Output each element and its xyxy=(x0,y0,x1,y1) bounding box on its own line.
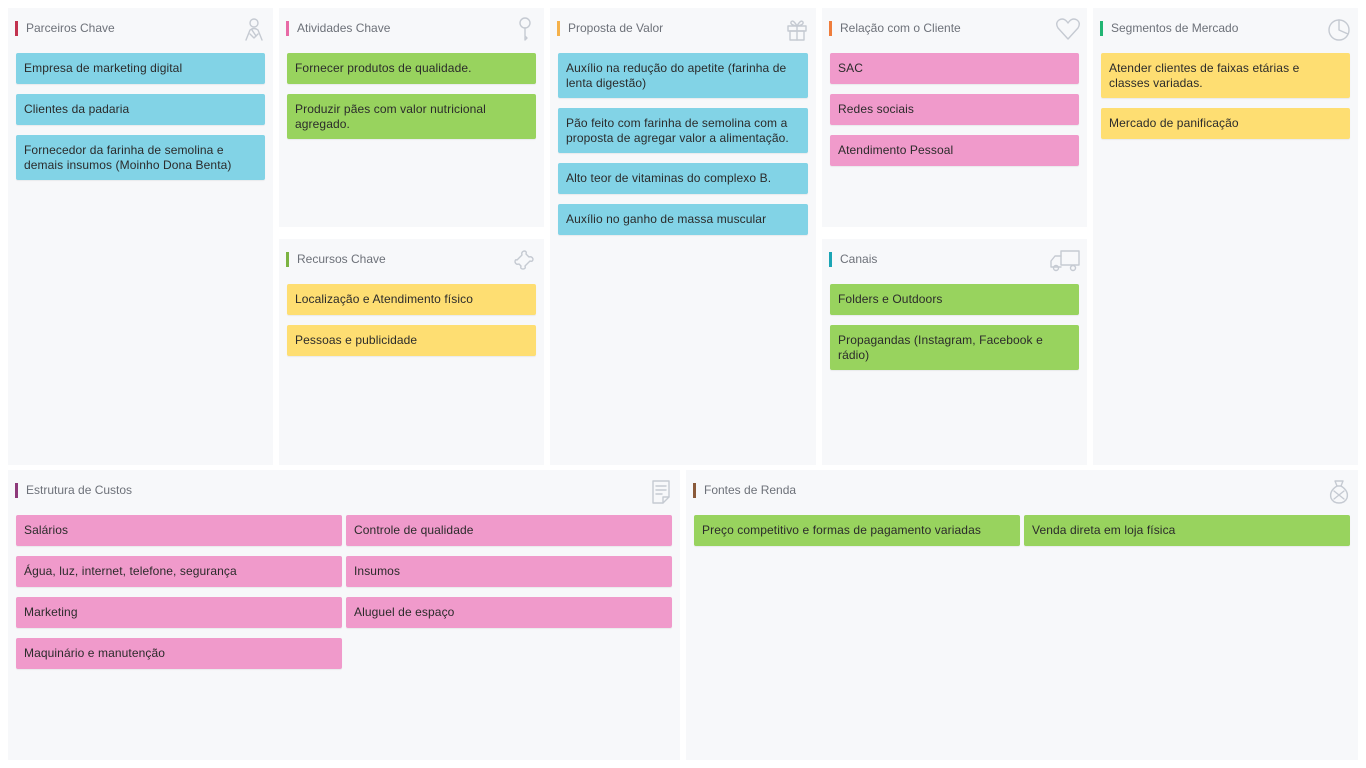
sticky-note-card[interactable]: Alto teor de vitaminas do complexo B. xyxy=(558,163,808,194)
card-list: Auxílio na redução do apetite (farinha d… xyxy=(558,53,808,235)
panel-atividades-chave: Atividades Chave Fornecer produtos de qu… xyxy=(279,8,544,227)
panel-title: Canais xyxy=(829,252,877,267)
panel-title: Atividades Chave xyxy=(286,21,390,36)
sticky-note-card[interactable]: Propagandas (Instagram, Facebook e rádio… xyxy=(830,325,1079,370)
truck-icon xyxy=(1049,247,1081,273)
sticky-note-card[interactable]: Localização e Atendimento físico xyxy=(287,284,536,315)
pie-chart-icon xyxy=(1326,16,1352,42)
sticky-note-card[interactable]: Fornecedor da farinha de semolina e dema… xyxy=(16,135,265,180)
card-list: Fornecer produtos de qualidade. Produzir … xyxy=(287,53,536,139)
panel-title: Estrutura de Custos xyxy=(15,483,132,498)
sticky-note-card[interactable]: Marketing xyxy=(16,597,342,628)
sticky-note-card[interactable]: Água, luz, internet, telefone, segurança xyxy=(16,556,342,587)
sticky-note-card[interactable]: SAC xyxy=(830,53,1079,84)
panel-title: Proposta de Valor xyxy=(557,21,663,36)
sticky-note-card[interactable]: Salários xyxy=(16,515,342,546)
sticky-note-card[interactable]: Mercado de panificação xyxy=(1101,108,1350,139)
sticky-note-card[interactable]: Atendimento Pessoal xyxy=(830,135,1079,166)
panel-title: Segmentos de Mercado xyxy=(1100,21,1238,36)
document-icon xyxy=(648,478,674,504)
sticky-note-card[interactable]: Insumos xyxy=(346,556,672,587)
card-list: Atender clientes de faixas etárias e cla… xyxy=(1101,53,1350,139)
sticky-note-card[interactable]: Controle de qualidade xyxy=(346,515,672,546)
sticky-note-card[interactable]: Preço competitivo e formas de pagamento … xyxy=(694,515,1020,546)
panel-recursos-chave: Recursos Chave Localização e Atendimento… xyxy=(279,239,544,465)
panel-title: Relação com o Cliente xyxy=(829,21,961,36)
sticky-note-card[interactable]: Atender clientes de faixas etárias e cla… xyxy=(1101,53,1350,98)
sticky-note-card[interactable]: Auxílio no ganho de massa muscular xyxy=(558,204,808,235)
sticky-note-card[interactable]: Venda direta em loja física xyxy=(1024,515,1350,546)
sticky-note-card[interactable]: Redes sociais xyxy=(830,94,1079,125)
sticky-note-card[interactable]: Produzir pães com valor nutricional agre… xyxy=(287,94,536,139)
sticky-note-card[interactable]: Aluguel de espaço xyxy=(346,597,672,628)
panel-parceiros-chave: Parceiros Chave Empresa de marketing dig… xyxy=(8,8,273,465)
panel-fontes-de-renda: Fontes de Renda Preço competitivo e form… xyxy=(686,470,1358,760)
money-bag-icon xyxy=(1326,478,1352,504)
panel-proposta-de-valor: Proposta de Valor Auxílio na redução do … xyxy=(550,8,816,465)
handshake-icon xyxy=(241,16,267,42)
sticky-note-card[interactable]: Folders e Outdoors xyxy=(830,284,1079,315)
sticky-note-card[interactable]: Fornecer produtos de qualidade. xyxy=(287,53,536,84)
sticky-note-card[interactable]: Pessoas e publicidade xyxy=(287,325,536,356)
sticky-note-card[interactable]: Maquinário e manutenção xyxy=(16,638,342,669)
sticky-note-card[interactable]: Clientes da padaria xyxy=(16,94,265,125)
sticky-note-card[interactable]: Empresa de marketing digital xyxy=(16,53,265,84)
gift-icon xyxy=(784,16,810,42)
panel-title: Parceiros Chave xyxy=(15,21,115,36)
card-grid: Preço competitivo e formas de pagamento … xyxy=(694,515,1350,546)
panel-title: Recursos Chave xyxy=(286,252,386,267)
panel-segmentos-de-mercado: Segmentos de Mercado Atender clientes de… xyxy=(1093,8,1358,465)
puzzle-icon xyxy=(512,247,538,273)
sticky-note-card[interactable]: Pão feito com farinha de semolina com a … xyxy=(558,108,808,153)
key-icon xyxy=(512,16,538,42)
heart-icon xyxy=(1055,16,1081,42)
panel-title: Fontes de Renda xyxy=(693,483,796,498)
sticky-note-card[interactable]: Auxílio na redução do apetite (farinha d… xyxy=(558,53,808,98)
